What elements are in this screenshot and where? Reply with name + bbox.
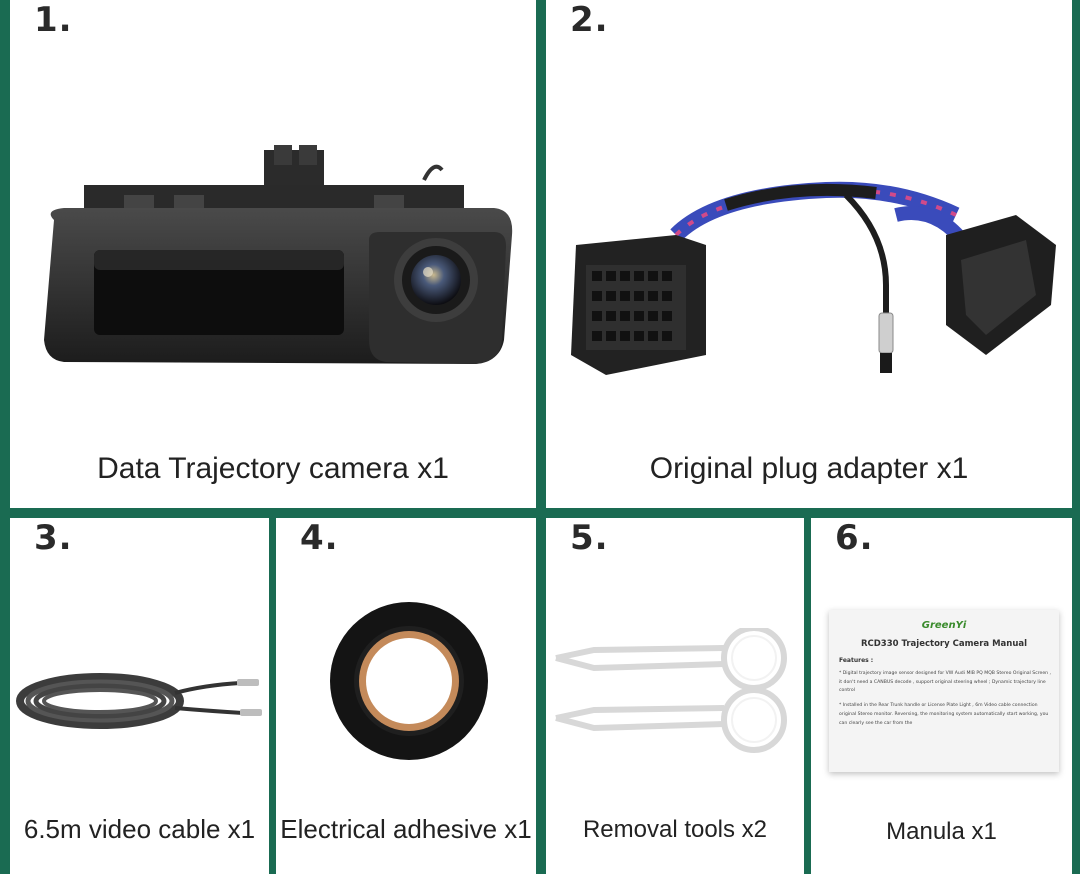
panel-removal-tools: 5. Removal tools x2	[546, 518, 804, 874]
panel-caption: Data Trajectory camera x1	[97, 452, 449, 485]
removal-tools-image	[555, 628, 787, 753]
panel-video-cable: 3. 6.5m video cable x1	[10, 518, 269, 874]
video-cable-image	[16, 673, 262, 729]
manual-line: * Digital trajectory image sensor design…	[839, 671, 1051, 694]
manual-paper: GreenYi RCD330 Trajectory Camera Manual …	[829, 610, 1059, 772]
manual-features-label: Features :	[839, 657, 874, 664]
panel-number: 3.	[34, 518, 73, 558]
panel-caption: 6.5m video cable x1	[23, 814, 256, 844]
panel-manual: 6. GreenYi RCD330 Trajectory Camera Manu…	[811, 518, 1072, 874]
panel-camera: 1.	[10, 0, 536, 508]
manual-line: * Installed in the Rear Trunk handle or …	[839, 703, 1049, 726]
panel-caption: Original plug adapter x1	[649, 452, 969, 485]
camera-image	[44, 145, 513, 364]
panel-caption: Manula x1	[886, 818, 997, 845]
panel-caption: Removal tools x2	[582, 816, 768, 843]
manual-title: RCD330 Trajectory Camera Manual	[860, 639, 1028, 649]
panel-plug-adapter: 2. Original plug adapter x1	[546, 0, 1072, 508]
tape-roll-image	[330, 602, 488, 760]
panel-number: 1.	[34, 0, 73, 40]
manual-brand: GreenYi	[921, 620, 967, 631]
panel-number: 6.	[835, 518, 874, 558]
panel-caption: Electrical adhesive x1	[280, 814, 532, 844]
plug-adapter-image	[571, 181, 1056, 375]
panel-number: 2.	[570, 0, 609, 40]
panel-number: 4.	[300, 518, 339, 558]
panel-electrical-tape: 4. Electrical adhesive x1	[276, 518, 536, 874]
panel-number: 5.	[570, 518, 609, 558]
